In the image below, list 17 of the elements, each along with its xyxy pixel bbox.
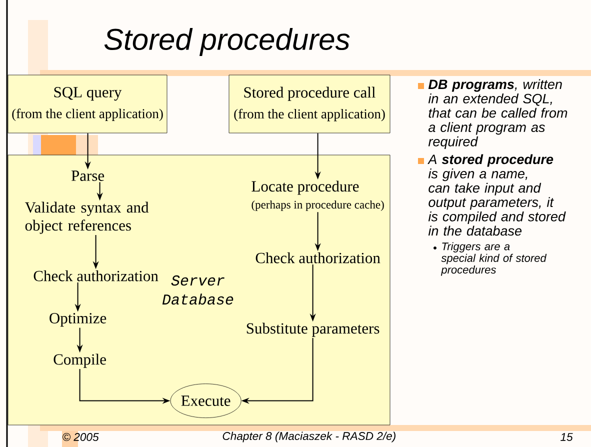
step-text: Locate procedure (perhaps in procedure cache) — [252, 180, 384, 211]
footer-text: 15 — [560, 433, 573, 441]
step-text: Check authorization — [256, 252, 380, 264]
step-text: Optimize — [50, 313, 106, 327]
slide-title: Stored procedures — [104, 28, 350, 56]
bullet-text: Triggers are a special kind of stored procedures — [440, 242, 547, 276]
footer-text: Chapter 8 (Maciaszek - RASD 2/e) — [222, 432, 396, 442]
footer-text: © 2005 — [62, 433, 99, 441]
input-box: Stored procedure call (from the client application) — [228, 74, 390, 134]
step-text: Substitute parameters — [246, 322, 380, 337]
step-text: Check authorization — [34, 270, 158, 282]
step-text: Parse — [71, 170, 104, 181]
step-text: Validate syntax and object references — [24, 202, 149, 234]
bullet-text: A stored procedure is given a name, can take input and output parameters, it is compiled and stored in the database — [428, 154, 566, 236]
bullet-text: DB programs, written in an extended SQL, that can be called from a client program as required — [428, 79, 568, 150]
input-box: SQL query (from the client application) — [8, 74, 168, 134]
step-text: Compile — [54, 354, 106, 368]
